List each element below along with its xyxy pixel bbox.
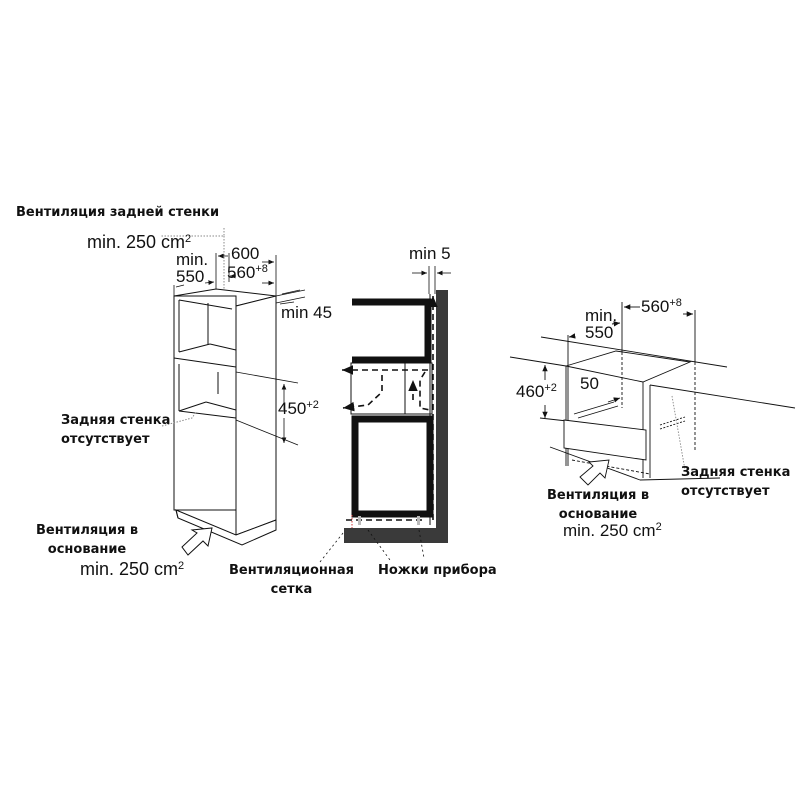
base-vent-area-right-sup: 2	[655, 521, 662, 533]
depth-min-line2: 550	[176, 267, 205, 286]
no-back-wall-label-right: Задняя стенка отсутствует	[681, 463, 790, 501]
base-vent-area-sup: 2	[178, 560, 185, 572]
niche-height-460-label: 460+2	[516, 383, 557, 401]
width-inner-label: 560+8	[227, 264, 268, 282]
vent-grille-line2: сетка	[270, 582, 313, 597]
niche-height-right-sup: +2	[544, 382, 557, 394]
wall-gap-min-5-label: min 5	[409, 244, 451, 263]
base-vent-right-line2: основание	[558, 507, 638, 522]
depth-min-right-line2: 550	[585, 323, 614, 342]
base-vent-area-left: min. 250 cm2	[80, 560, 184, 578]
rear-vent-area-unit-sup: 2	[185, 233, 192, 245]
no-back-wall-line2: отсутствует	[61, 432, 150, 447]
appliance-feet-label: Ножки прибора	[378, 563, 497, 578]
niche-height-right-value: 460	[516, 382, 545, 401]
rear-vent-area: min. 250 cm2	[87, 233, 191, 251]
vent-grille-label: Вентиляционная сетка	[229, 561, 354, 599]
base-vent-area-right-value: min. 250 cm	[563, 521, 656, 540]
base-vent-line2: основание	[47, 542, 127, 557]
width-inner-label-right: 560+8	[641, 298, 682, 316]
no-back-wall-label-left: Задняя стенка отсутствует	[61, 411, 170, 449]
rear-vent-title: Вентиляция задней стенки	[16, 205, 220, 220]
airflow-section-drawing	[319, 266, 451, 563]
width-inner-right-sup: +8	[669, 297, 682, 309]
base-vent-area-value: min. 250 cm	[80, 559, 179, 579]
base-vent-area-right: min. 250 cm2	[563, 522, 662, 540]
no-back-wall-right-line1: Задняя стенка	[681, 465, 791, 480]
base-vent-right-line1: Вентиляция в	[547, 488, 650, 503]
base-vent-label-right: Вентиляция в основание	[547, 486, 649, 524]
depth-min-right-line1: min.	[585, 306, 618, 325]
base-vent-label-left: Вентиляция в основание	[36, 521, 138, 559]
width-inner-right-value: 560	[641, 297, 670, 316]
niche-height-sup: +2	[306, 399, 319, 411]
front-gap-50-label: 50	[580, 374, 599, 393]
niche-height-value: 450	[278, 399, 307, 418]
no-back-wall-right-line2: отсутствует	[681, 484, 770, 499]
depth-min-label-right: min. 550	[585, 307, 617, 341]
rear-vent-area-value: min. 250 cm	[87, 232, 186, 252]
niche-height-450-label: 450+2	[278, 400, 319, 418]
vent-grille-line1: Вентиляционная	[229, 563, 354, 578]
width-outer-label: 600	[231, 244, 260, 263]
under-counter-drawing	[509, 302, 796, 486]
no-back-wall-line1: Задняя стенка	[61, 413, 171, 428]
base-vent-line1: Вентиляция в	[36, 523, 139, 538]
gap-min-45-label: min 45	[281, 303, 333, 322]
width-inner-sup: +8	[255, 263, 268, 275]
depth-min-label: min. 550	[176, 251, 208, 285]
tall-cabinet-drawing	[161, 228, 306, 556]
depth-min-line1: min.	[176, 250, 209, 269]
width-inner-value: 560	[227, 263, 256, 282]
